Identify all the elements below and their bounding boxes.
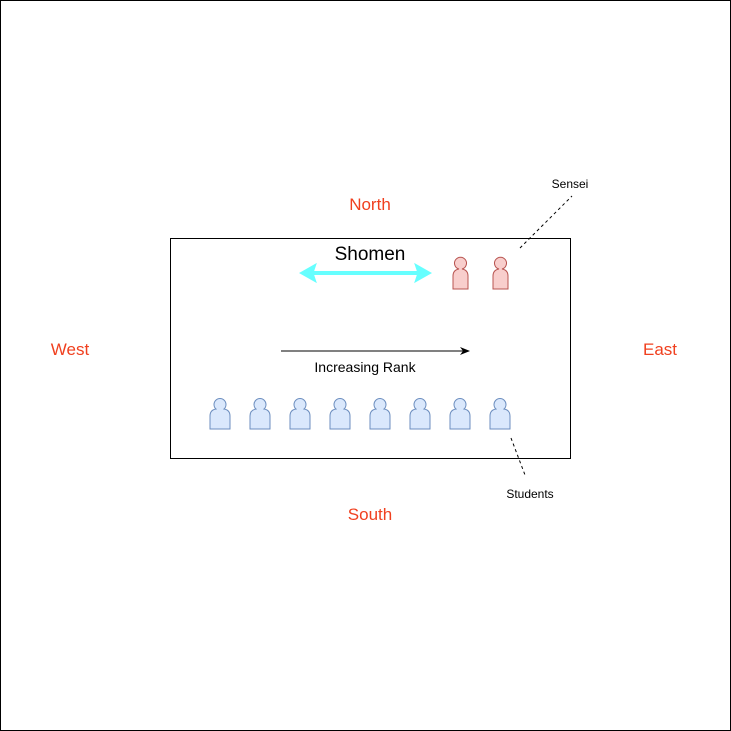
west-label: West [51,340,90,359]
person-icon [489,398,511,430]
increasing-rank-label: Increasing Rank [314,359,416,375]
person-icon [449,398,471,430]
person-icon [209,398,231,430]
double-arrow-icon [298,262,433,284]
person-icon [329,398,351,430]
students-callout-line [510,437,526,476]
students-group [209,398,511,430]
shomen-label: Shomen [335,244,406,265]
person-icon [452,256,469,290]
north-label: North [349,195,391,214]
person-icon [409,398,431,430]
sensei-group [452,256,509,290]
sensei-label: Sensei [552,177,589,191]
east-label: East [643,340,677,359]
students-label: Students [506,487,553,501]
person-icon [249,398,271,430]
person-icon [492,256,509,290]
person-icon [289,398,311,430]
sensei-callout-line [519,195,573,249]
south-label: South [348,505,392,524]
person-icon [369,398,391,430]
